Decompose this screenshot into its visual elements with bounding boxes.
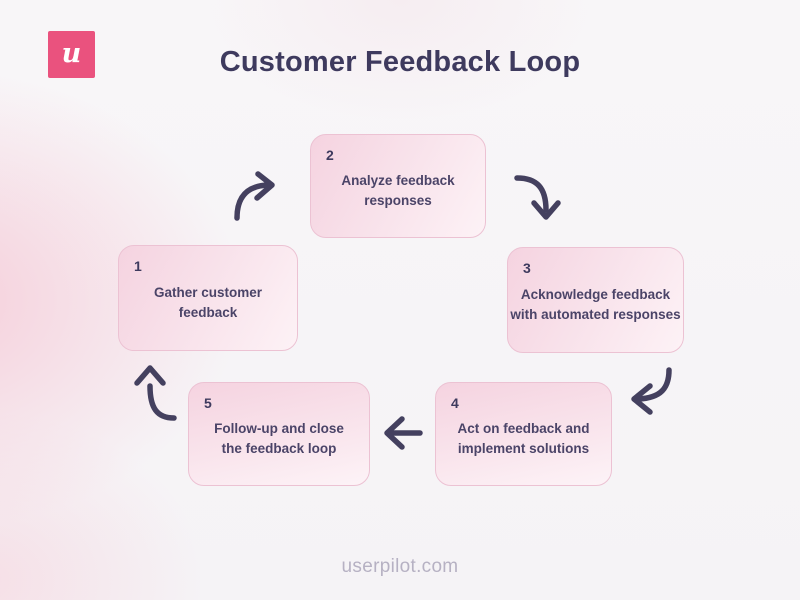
- page-title: Customer Feedback Loop: [219, 46, 581, 78]
- arrow-step3-to-step4-icon: [631, 367, 672, 415]
- step-box-1: 1 Gather customer feedback: [118, 245, 298, 351]
- arrow-step1-to-step2-icon: [234, 171, 275, 221]
- website-footer: userpilot.com: [341, 556, 459, 577]
- step-number-3: 3: [523, 260, 531, 276]
- userpilot-logo: u: [48, 31, 95, 78]
- step-label-3: Acknowledge feedback with automated resp…: [510, 286, 681, 322]
- step-box-2: 2 Analyze feedback responses: [310, 134, 486, 238]
- step-label-5: Follow-up and close the feedback loop: [214, 420, 344, 456]
- step-label-2: Analyze feedback responses: [341, 172, 455, 208]
- step-label-1: Gather customer feedback: [153, 284, 263, 320]
- step-number-4: 4: [451, 395, 459, 411]
- step-number-1: 1: [134, 258, 142, 274]
- step-box-5: 5 Follow-up and close the feedback loop: [188, 382, 370, 486]
- step-box-3: 3 Acknowledge feedback with automated re…: [507, 247, 684, 353]
- step-number-2: 2: [326, 147, 334, 163]
- step-number-5: 5: [204, 395, 212, 411]
- step-label-4: Act on feedback and implement solutions: [457, 420, 590, 456]
- arrow-step5-to-step1-icon: [134, 365, 177, 421]
- arrow-step2-to-step3-icon: [514, 175, 561, 220]
- step-box-4: 4 Act on feedback and implement solution…: [435, 382, 612, 486]
- arrow-step4-to-step5-icon: [384, 416, 423, 450]
- logo-letter: u: [61, 38, 82, 69]
